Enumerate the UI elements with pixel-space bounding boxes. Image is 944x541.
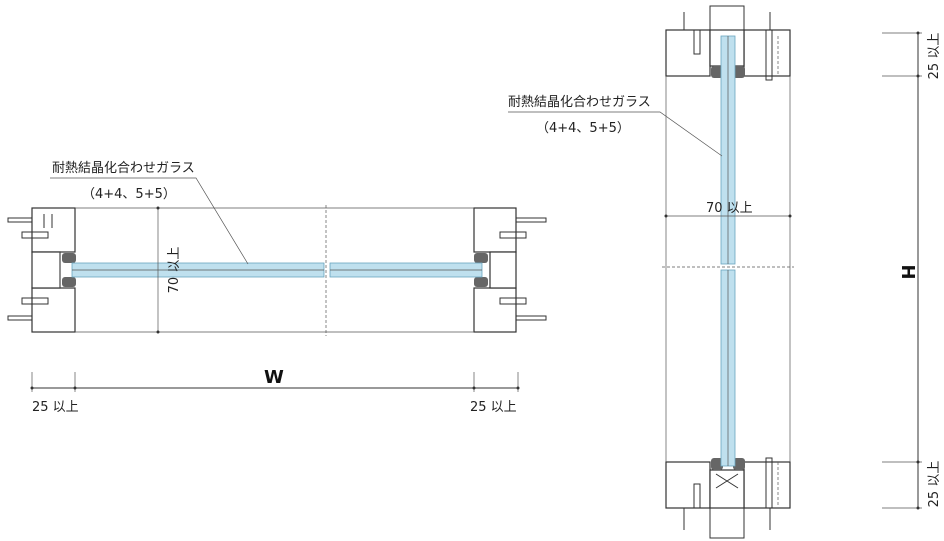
depth-dimension-h: 70 以上: [167, 247, 182, 294]
edge-dimension-top: 25 以上: [927, 33, 942, 80]
right-frame: [473, 207, 547, 333]
gasket-right-top: [474, 253, 488, 263]
gasket-bottom-right: [733, 458, 745, 470]
depth-dimension-v: 70 以上: [706, 201, 753, 216]
height-symbol: H: [897, 264, 918, 279]
gasket-bottom-left: [711, 458, 723, 470]
horizontal-section: 70 以上 耐熱結晶化合わせガラス （4+4、5+5） W 25 以上 25 以…: [7, 161, 547, 415]
width-symbol: W: [264, 367, 284, 388]
gasket-top-right: [733, 66, 745, 78]
gasket-left-top: [62, 253, 76, 263]
bottom-frame: [665, 457, 791, 539]
edge-dimension-right: 25 以上: [470, 400, 517, 415]
edge-dimension-bottom: 25 以上: [927, 461, 942, 508]
vertical-section: 70 以上 耐熱結晶化合わせガラス （4+4、5+5） H 25 以上 25 以…: [508, 5, 942, 539]
glass-spec-h: （4+4、5+5）: [82, 187, 176, 202]
glass-spec-v: （4+4、5+5）: [536, 121, 630, 136]
glass-label-v: 耐熱結晶化合わせガラス: [508, 95, 651, 110]
left-frame: [7, 207, 76, 333]
gasket-left-bottom: [62, 277, 76, 287]
gasket-right-bottom: [474, 277, 488, 287]
edge-dimension-left: 25 以上: [32, 400, 79, 415]
gasket-top-left: [711, 66, 723, 78]
glass-label-h: 耐熱結晶化合わせガラス: [52, 161, 195, 176]
